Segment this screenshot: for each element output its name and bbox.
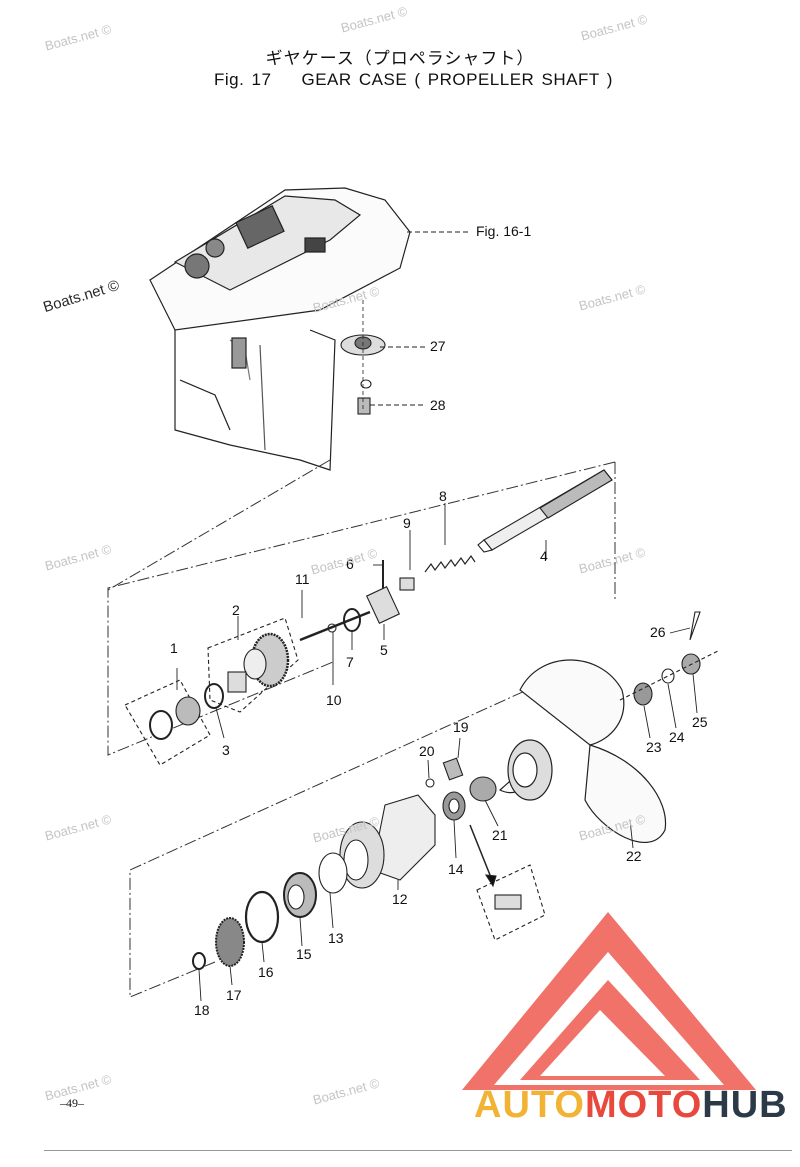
bottom-rule — [44, 1150, 792, 1151]
part-number-17: 17 — [226, 987, 242, 1003]
part-number-9: 9 — [403, 515, 411, 531]
part-number-15: 15 — [296, 946, 312, 962]
leader-lines — [176, 503, 698, 1002]
part-number-16: 16 — [258, 964, 274, 980]
part-number-20: 20 — [419, 743, 435, 759]
propeller-shaft — [477, 469, 613, 553]
automotohub-logo-mark — [462, 912, 756, 1090]
figure-title: Fig. 17 GEAR CASE ( PROPELLER SHAFT ) — [214, 70, 613, 90]
part-number-12: 12 — [392, 891, 408, 907]
part-number-6: 6 — [346, 556, 354, 572]
part-number-24: 24 — [669, 729, 685, 745]
propeller — [498, 659, 667, 843]
propeller-nut-set — [619, 611, 721, 706]
figure-title-text: GEAR CASE ( PROPELLER SHAFT ) — [301, 70, 613, 89]
part-number-5: 5 — [380, 642, 388, 658]
part-number-8: 8 — [439, 488, 447, 504]
part-number-22: 22 — [626, 848, 642, 864]
part-number-2: 2 — [232, 602, 240, 618]
part-number-10: 10 — [326, 692, 342, 708]
reference-figure-label: Fig. 16-1 — [476, 223, 532, 239]
part-number-18: 18 — [194, 1002, 210, 1018]
figure-number: Fig. 17 — [214, 70, 272, 89]
part-number-26: 26 — [650, 624, 666, 640]
part-number-7: 7 — [346, 654, 354, 670]
anode-and-bolt — [340, 300, 425, 415]
automotohub-logo-text: AUTOMOTOHUB — [474, 1084, 788, 1126]
part-number-28: 28 — [430, 397, 446, 413]
title-japanese: ギヤケース（プロペラシャフト） — [265, 49, 535, 69]
part-number-14: 14 — [448, 861, 464, 877]
part-number-4: 4 — [540, 548, 548, 564]
part-number-1: 1 — [170, 640, 178, 656]
clutch-parts — [299, 560, 415, 642]
assembly-boundary-lines — [107, 459, 616, 998]
part-number-21: 21 — [492, 827, 508, 843]
part-number-25: 25 — [692, 714, 708, 730]
page-number: –49– — [60, 1096, 84, 1110]
gear-case-housing — [149, 187, 411, 471]
part-number-19: 19 — [453, 719, 469, 735]
spring — [424, 554, 476, 573]
forward-gear-and-bearing — [124, 617, 299, 766]
part-number-3: 3 — [222, 742, 230, 758]
part-number-23: 23 — [646, 739, 662, 755]
part-number-27: 27 — [430, 338, 446, 354]
part-number-13: 13 — [328, 930, 344, 946]
part-number-11: 11 — [295, 571, 310, 587]
bearing-housing-group — [192, 757, 546, 970]
